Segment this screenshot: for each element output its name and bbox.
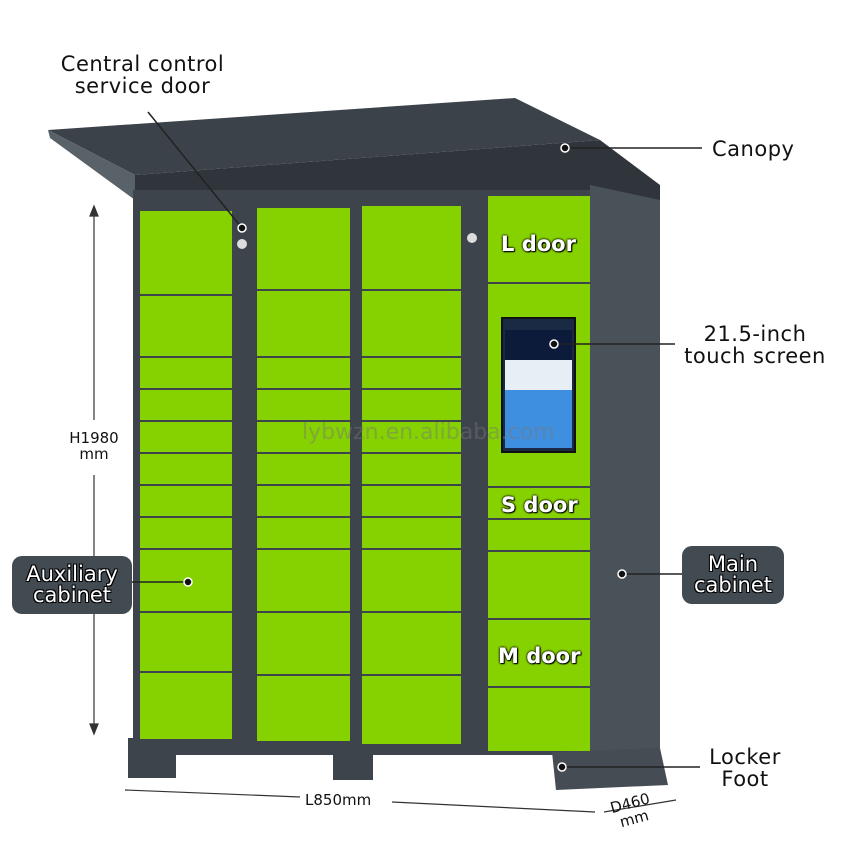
- locker-door: [140, 422, 232, 452]
- label-touch-screen: 21.5-inch touch screen: [684, 322, 826, 368]
- locker-door: [257, 291, 350, 356]
- locker-door: [257, 613, 350, 674]
- locker-door: [362, 613, 461, 674]
- locker-door: [140, 454, 232, 484]
- label-service-door: Central control service door: [60, 52, 225, 98]
- locker-door: [362, 358, 461, 388]
- locker-door: [140, 390, 232, 420]
- locker-door: [362, 486, 461, 516]
- locker-door: [488, 688, 590, 751]
- locker-door: [488, 488, 590, 518]
- locker-door: [362, 291, 461, 356]
- locker-door: [488, 620, 590, 686]
- watermark: lybwzn.en.alibaba.com: [302, 420, 555, 445]
- locker-door: [362, 206, 461, 289]
- locker-door: [257, 454, 350, 484]
- locker-door: [488, 552, 590, 618]
- height-dimension: H1980 mm: [69, 429, 119, 463]
- locker-door: [140, 518, 232, 548]
- locker-door: [362, 550, 461, 611]
- label-locker-foot: Locker Foot: [709, 745, 781, 791]
- locker-foot: [128, 738, 176, 778]
- locker-door: [488, 520, 590, 550]
- locker-door: [257, 390, 350, 420]
- locker-door: [362, 422, 461, 452]
- locker-door: [362, 518, 461, 548]
- canopy: [48, 98, 600, 175]
- label-canopy: Canopy: [712, 137, 795, 161]
- locker-door: [362, 676, 461, 744]
- locker-door: [257, 676, 350, 741]
- locker-door: [140, 486, 232, 516]
- locker-door: [140, 211, 232, 294]
- locker-door: [140, 296, 232, 356]
- locker-door: [257, 550, 350, 611]
- locker-door: [362, 390, 461, 420]
- label-l-door: L door: [501, 232, 576, 256]
- locker-door: [140, 613, 232, 671]
- locker-door: [140, 358, 232, 388]
- label-s-door: S door: [501, 493, 578, 517]
- main-cabinet-side: [590, 185, 660, 760]
- label-auxiliary-cabinet: Auxiliary cabinet: [12, 556, 132, 614]
- locker-door: [140, 673, 232, 739]
- length-dimension: L850mm: [305, 791, 372, 809]
- locker-door: [257, 486, 350, 516]
- locker-door: [257, 358, 350, 388]
- label-m-door: M door: [498, 644, 581, 668]
- locker-door: [362, 454, 461, 484]
- locker-door: [488, 196, 590, 282]
- locker-door: [257, 518, 350, 548]
- locker-door: [257, 422, 350, 452]
- locker-door: [257, 208, 350, 289]
- label-main-cabinet: Main cabinet: [682, 546, 784, 604]
